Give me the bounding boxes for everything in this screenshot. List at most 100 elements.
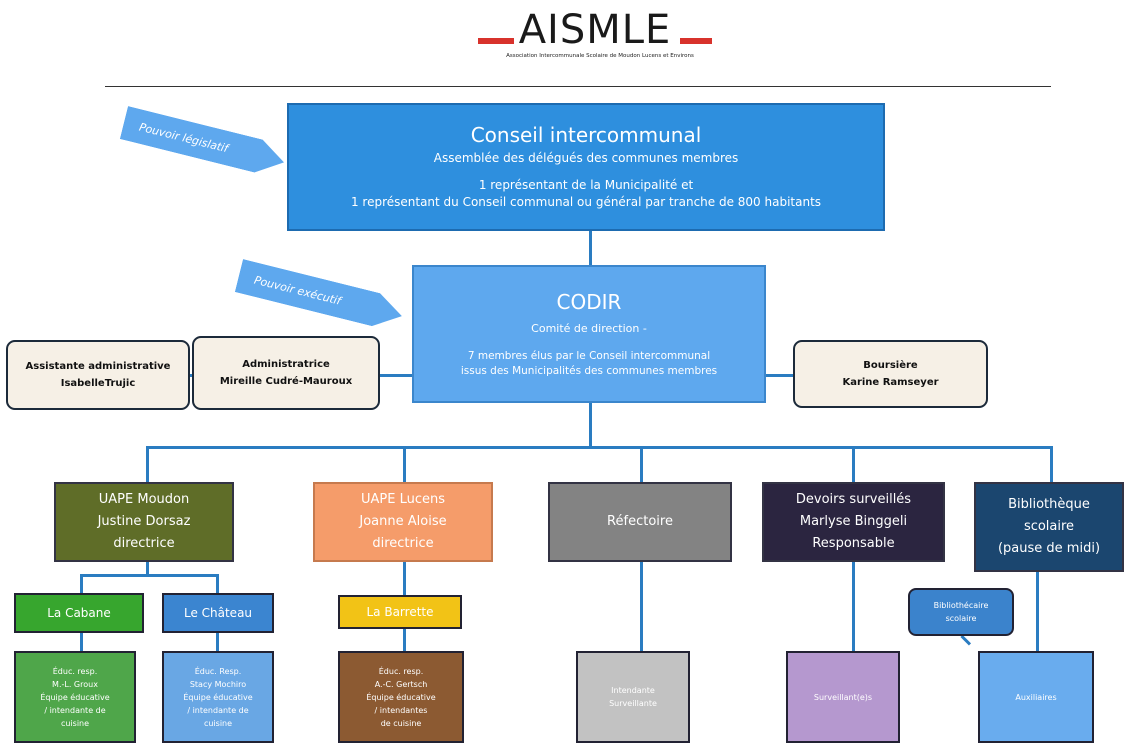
moudon-line3: directrice [113,536,175,551]
chateau-label: Le Château [183,606,253,620]
connector-barrette [403,562,406,595]
connector-cabane [80,574,83,593]
boursiere-role: Boursière [863,360,918,371]
biblio-team-box: Auxiliaires [978,651,1094,743]
team-line: Surveillante [609,699,657,708]
devoirs-surveilles-box: Devoirs surveillés Marlyse Binggeli Resp… [762,482,945,562]
admin-role: Administratrice [242,359,330,370]
assistante-role: Assistante administrative [25,361,171,372]
connector-moudon-down [146,562,149,575]
connector-biblio [1050,446,1053,482]
conseil-line1: Assemblée des délégués des communes memb… [433,151,739,165]
pouvoir-executif-arrow: Pouvoir exécutif [235,259,406,333]
biblio-line1: Bibliothèque [1008,497,1090,512]
team-line: cuisine [60,718,90,728]
bibliothecaire-box: Bibliothécaire scolaire [908,588,1014,636]
uape-lucens-box: UAPE Lucens Joanne Aloise directrice [313,482,493,562]
team-line: Éduc. resp. [52,666,98,676]
bibliothecaire-line1: Bibliothécaire [933,601,989,610]
conseil-line2: 1 représentant de la Municipalité et [478,178,694,192]
biblio-line3: (pause de midi) [997,541,1101,556]
connector-barrette-team [403,629,406,651]
barrette-label: La Barrette [366,605,434,619]
lucens-line3: directrice [372,536,434,551]
refectoire-box: Réfectoire [548,482,732,562]
boursiere-box: Boursière Karine Ramseyer [793,340,988,408]
team-line: Éduc. Resp. [194,666,242,676]
barrette-team-box: Éduc. resp. A.-C. Gertsch Équipe éducati… [338,651,464,743]
team-line: Équipe éducative [366,692,436,702]
connector-codir-down [589,403,592,448]
lucens-line2: Joanne Aloise [359,514,447,529]
devoirs-line1: Devoirs surveillés [795,492,912,507]
connector-devoirs-team [852,562,855,651]
boursiere-name: Karine Ramseyer [842,377,939,388]
team-line: Stacy Mochiro [189,679,247,689]
team-line: Auxiliaires [1015,692,1057,702]
refectoire-label: Réfectoire [607,514,673,529]
assistante-name: IsabelleTrujic [60,378,136,389]
logo-bar-right [680,38,712,44]
connector-conseil-codir [589,231,592,265]
pouvoir-legislatif-arrow: Pouvoir législatif [120,106,288,179]
team-line: A.-C. Gertsch [374,679,428,689]
conseil-line3: 1 représentant du Conseil communal ou gé… [350,195,822,209]
admin-name: Mireille Cudré-Mauroux [219,376,353,387]
logo-title: AISMLE [518,7,672,53]
connector-moudon [146,446,149,482]
moudon-line1: UAPE Moudon [98,492,190,507]
team-line: Équipe éducative [40,692,110,702]
devoirs-team-box: Surveillant(e)s [786,651,900,743]
connector-chateau [216,574,219,593]
codir-subtitle: Comité de direction - [531,321,647,335]
refectoire-team-box: Intendante Surveillante [576,651,690,743]
codir-line2: issus des Municipalités des communes mem… [460,364,718,377]
connector-admin-codir [380,374,412,377]
connector-devoirs [852,446,855,482]
logo-bar-left [478,38,514,44]
team-line: / intendante de [44,705,106,715]
conseil-title: Conseil intercommunal [470,123,702,147]
bibliothecaire-line2: scolaire [945,614,977,623]
team-line: cuisine [203,718,233,728]
le-chateau-box: Le Château [162,593,274,633]
connector-horizontal [146,446,1053,449]
header-divider [105,86,1051,87]
devoirs-line3: Responsable [812,536,895,551]
team-line: Éduc. resp. [378,666,424,676]
logo-subtitle: Association Intercommunale Scolaire de M… [506,53,694,59]
team-line: de cuisine [380,718,422,728]
chateau-team-box: Éduc. Resp. Stacy Mochiro Équipe éducati… [162,651,274,743]
bibliotheque-box: Bibliothèque scolaire (pause de midi) [974,482,1124,572]
connector-moudon-split [80,574,218,577]
connector-refectoire-team [640,562,643,651]
connector-cabane-team [80,633,83,651]
devoirs-line2: Marlyse Binggeli [799,514,908,529]
connector-biblio-team [1036,572,1039,651]
biblio-line2: scolaire [1023,519,1075,534]
team-line: Intendante [611,686,655,695]
lucens-line1: UAPE Lucens [360,492,445,507]
administratrice-box: Administratrice Mireille Cudré-Mauroux [192,336,380,410]
codir-title: CODIR [556,289,622,314]
team-line: Surveillant(e)s [813,692,873,702]
team-line: / intendantes [374,705,428,715]
cabane-label: La Cabane [47,606,111,620]
codir-line1: 7 membres élus par le Conseil intercommu… [467,349,711,362]
team-line: Équipe éducative [183,692,253,702]
team-line: M.-L. Groux [52,679,98,689]
team-line: / intendante de [187,705,249,715]
uape-moudon-box: UAPE Moudon Justine Dorsaz directrice [54,482,234,562]
connector-lucens [403,446,406,482]
moudon-line2: Justine Dorsaz [97,514,191,529]
cabane-team-box: Éduc. resp. M.-L. Groux Équipe éducative… [14,651,136,743]
la-cabane-box: La Cabane [14,593,144,633]
assistante-box: Assistante administrative IsabelleTrujic [6,340,190,410]
connector-refectoire [640,446,643,482]
conseil-intercommunal-box: Conseil intercommunal Assemblée des délé… [287,103,885,231]
la-barrette-box: La Barrette [338,595,462,629]
connector-chateau-team [216,633,219,651]
codir-box: CODIR Comité de direction - 7 membres él… [412,265,766,403]
connector-bibliothecaire [960,634,972,646]
connector-codir-boursiere [766,374,793,377]
